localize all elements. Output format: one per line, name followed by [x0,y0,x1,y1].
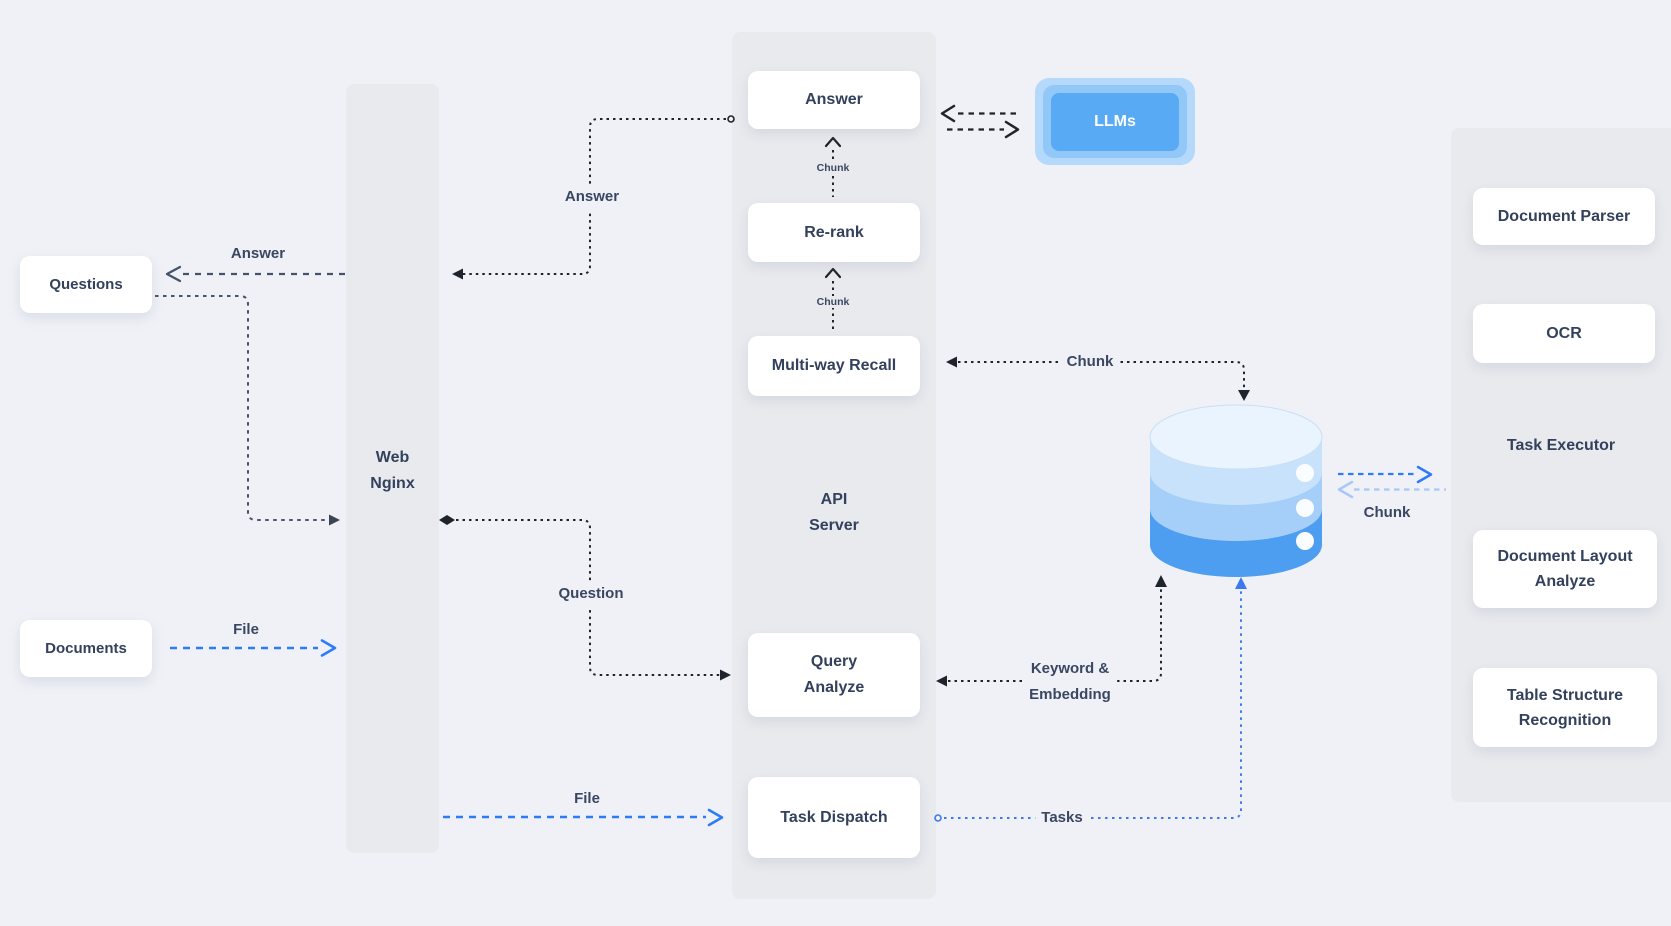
node-document-layout-analyze: Document Layout Analyze [1473,530,1657,608]
edge-chunk-from-executor [1337,480,1446,499]
edge-label-keyword-embedding: Keyword & Embedding [1023,656,1117,708]
edge-label-file-left: File [233,621,259,638]
edge-chunk-to-executor [1338,465,1433,484]
node-questions: Questions [20,256,152,313]
edge-label-question: Question [552,581,630,607]
edge-question-out [155,295,340,526]
node-document-parser: Document Parser [1473,188,1655,245]
api-server-title: API Server [809,491,859,534]
web-nginx-panel [346,84,439,853]
edge-label-chunk-db: Chunk [1060,349,1120,375]
edge-label-chunk-small-mid: Chunk [813,296,853,308]
node-ocr: OCR [1473,304,1655,363]
edge-llms-in [940,104,1020,123]
task-executor-title: Task Executor [1506,437,1616,454]
edge-label-answer-left: Answer [230,245,286,262]
edge-file-nginx [443,808,724,827]
node-answer: Answer [748,71,920,129]
edge-label-tasks: Tasks [1035,805,1089,831]
edge-llms-out [947,120,1020,139]
node-task-dispatch: Task Dispatch [748,777,920,858]
edge-label-chunk-small-top: Chunk [813,162,853,174]
node-multiway-recall: Multi-way Recall [748,336,920,396]
web-nginx-title: Web Nginx [370,449,415,492]
llms-mid-layer: LLMs [1043,85,1187,158]
edge-label-chunk-right: Chunk [1363,504,1411,521]
edge-label-file-mid: File [574,790,600,807]
node-rerank: Re-rank [748,203,920,262]
node-query-analyze: Query Analyze [748,633,920,717]
node-documents: Documents [20,620,152,677]
database-icon [1149,404,1323,577]
node-table-structure-recognition: Table Structure Recognition [1473,668,1657,747]
node-llms: LLMs [1035,78,1195,165]
api-server-panel [732,32,936,899]
llms-label: LLMs [1051,92,1179,151]
edge-label-answer-mid: Answer [558,184,626,210]
edge-answer-to-questions [165,265,345,283]
